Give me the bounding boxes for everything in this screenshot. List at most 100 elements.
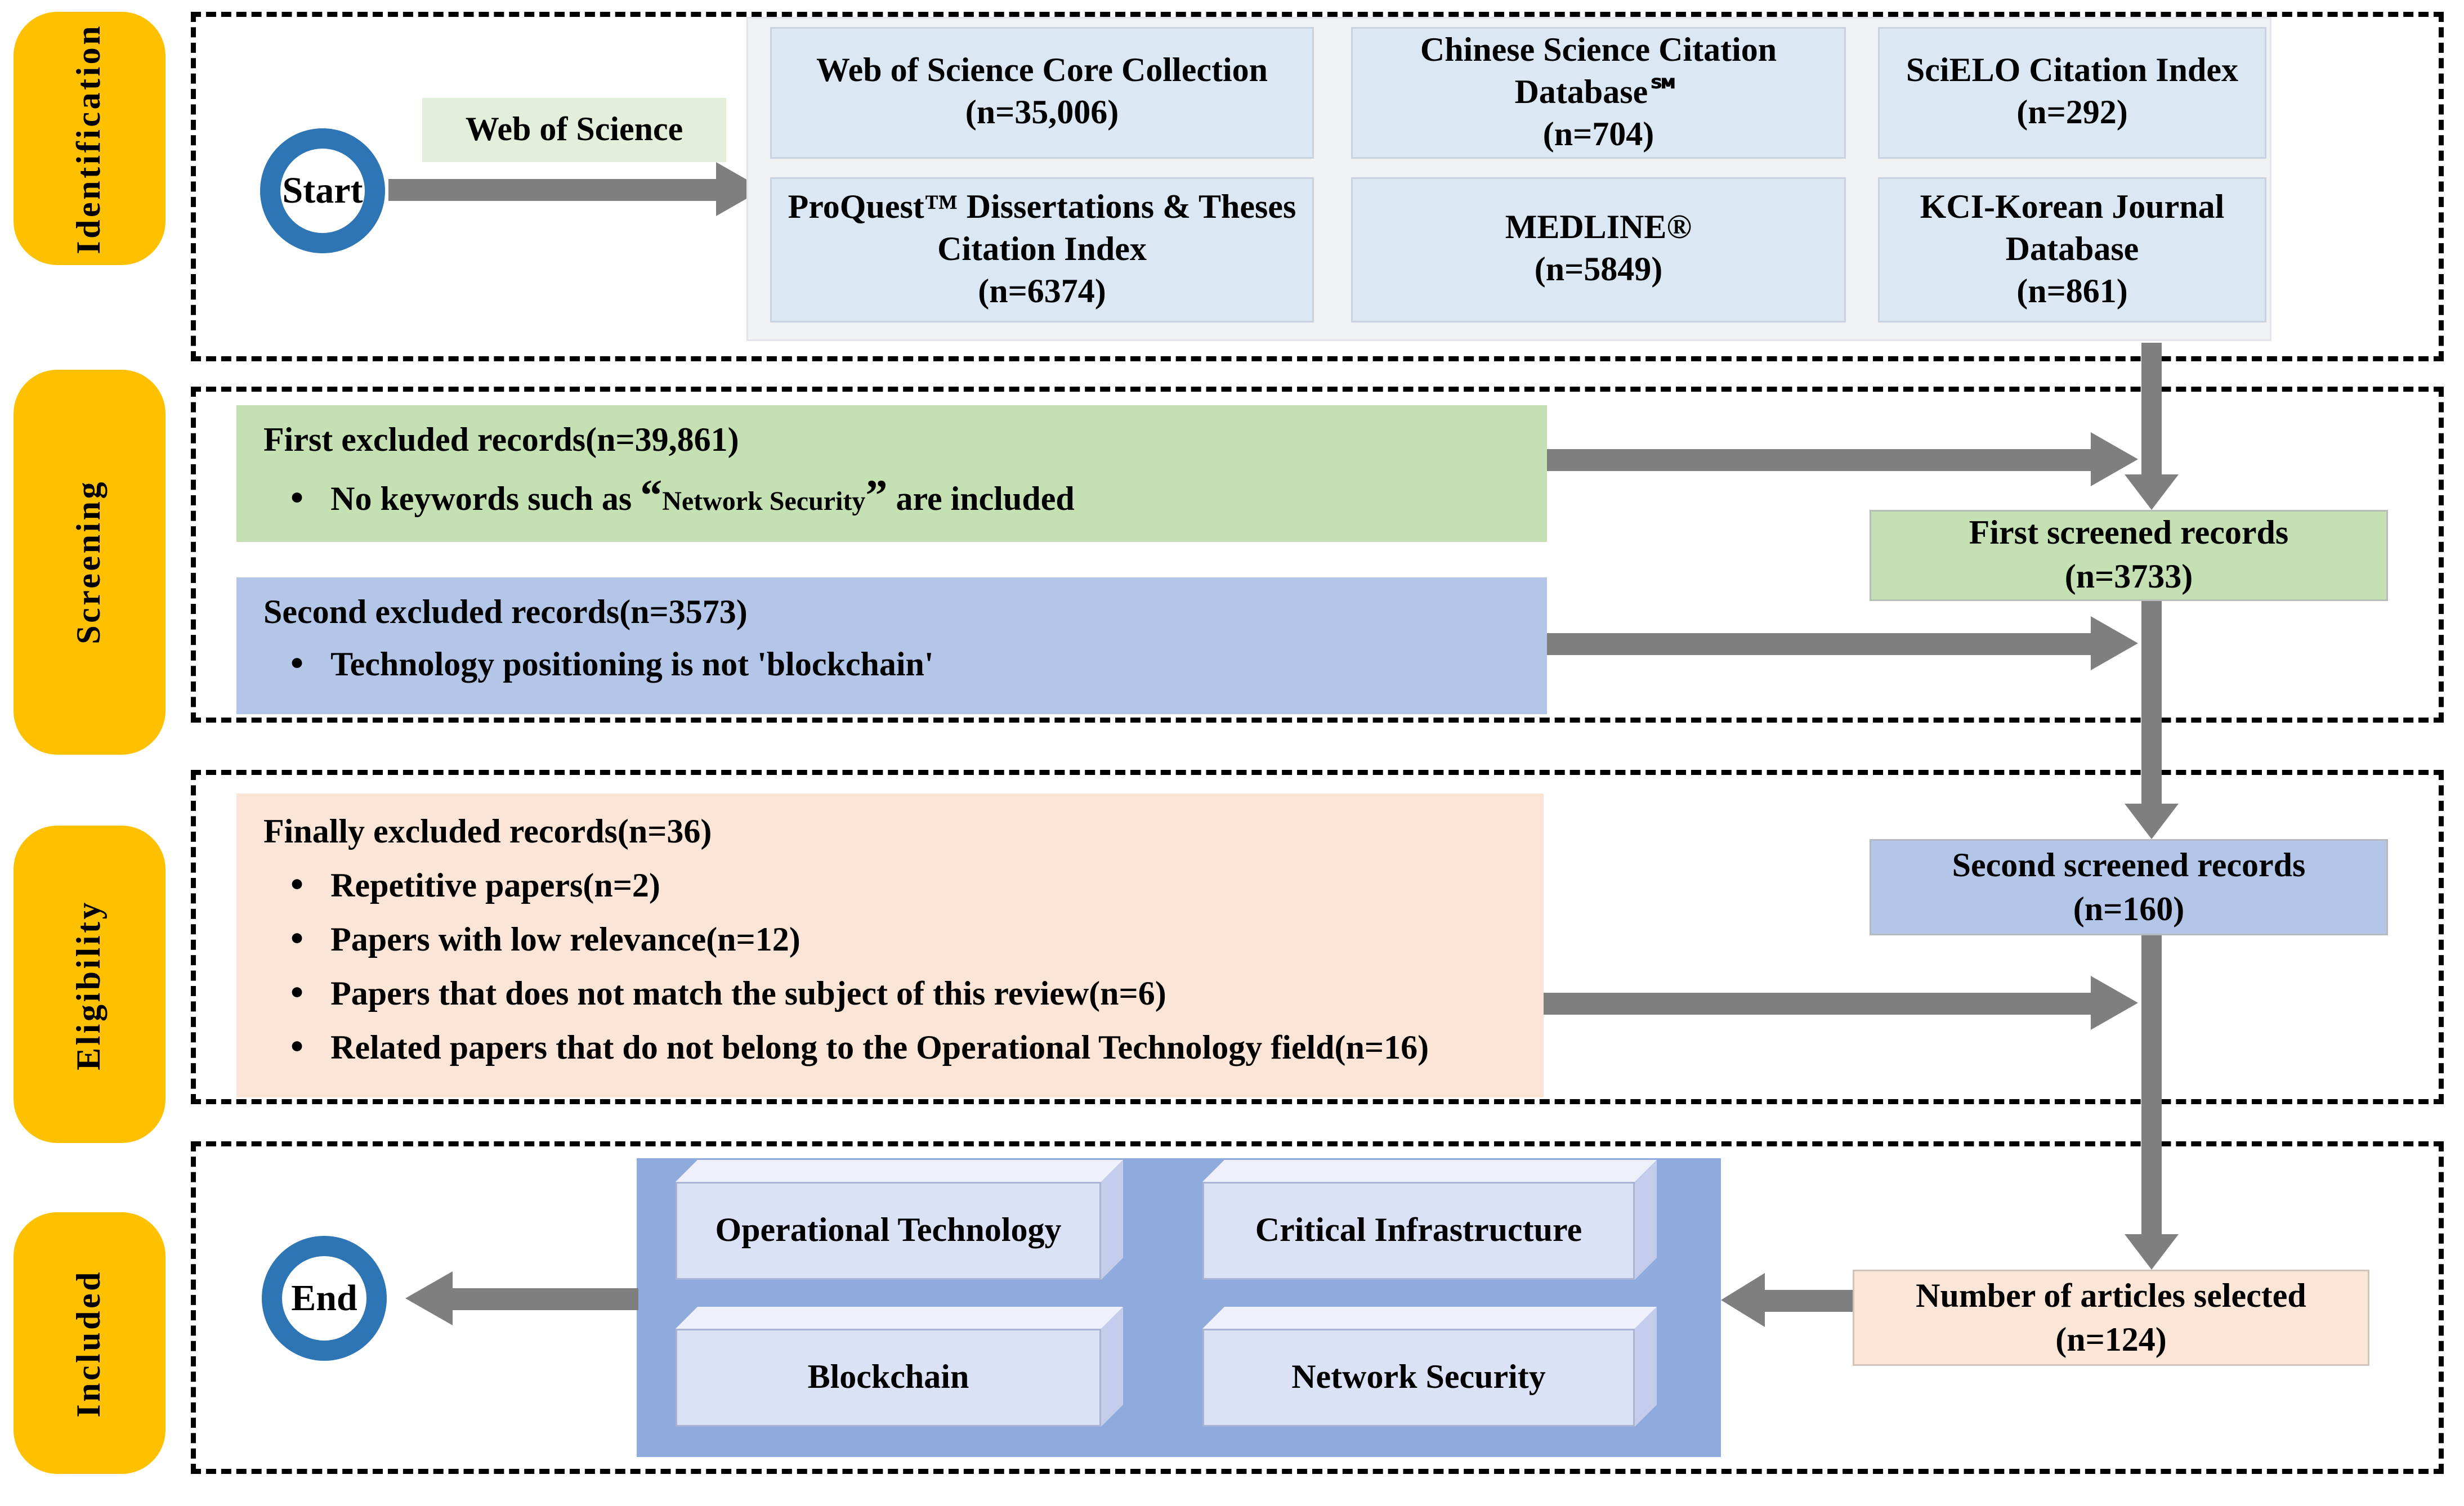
bullet-dot: •: [290, 971, 304, 1013]
cube-top-face: [676, 1307, 1123, 1329]
bullet-dot: •: [290, 917, 304, 959]
keyword-label: Operational Technology: [676, 1182, 1101, 1280]
first-screened-box: First screened records (n=3733): [1870, 510, 2388, 601]
keyword-label: Critical Infrastructure: [1202, 1182, 1635, 1280]
zone-included: [191, 1141, 2444, 1474]
arrow-second-screened-to-selected-head: [2125, 1234, 2179, 1270]
bullet-dot: •: [290, 476, 304, 518]
quoted-term: Network Security: [662, 488, 866, 517]
db-count: (n=6374): [978, 272, 1106, 310]
arrow-first-to-second-screened-head: [2125, 804, 2179, 839]
second-excluded-bullet: • Technology positioning is not 'blockch…: [290, 643, 1523, 685]
keyword-label: Blockchain: [676, 1329, 1101, 1427]
finally-excluded-bullet-3: • Papers that does not match the subject…: [290, 972, 1520, 1015]
db-count: (n=292): [2016, 95, 2128, 132]
first-excluded-box: First excluded records(n=39,861) • No ke…: [236, 405, 1547, 542]
cube-top-face: [1202, 1307, 1657, 1329]
bullet-text: No keywords such as “Network Security” a…: [330, 471, 1075, 522]
database-box-wos-core: Web of Science Core Collection (n=35,006…: [770, 27, 1314, 159]
stage-label-text: Identification: [70, 23, 108, 254]
cube-top-face: [1202, 1160, 1657, 1182]
arrow-finally-excluded-head: [2091, 976, 2138, 1030]
cube-side-face: [1101, 1307, 1123, 1427]
zone-identification: [191, 12, 2444, 361]
stage-label-identification: Identification: [14, 12, 166, 265]
arrow-second-excluded-head: [2091, 616, 2138, 670]
stage-label-text: Screening: [70, 479, 108, 645]
arrow-databases-to-first-screened-shaft: [2141, 343, 2162, 478]
arrow-second-screened-to-selected-shaft: [2141, 935, 2162, 1234]
source-label: Web of Science: [422, 98, 726, 162]
second-excluded-box: Second excluded records(n=3573) • Techno…: [236, 577, 1547, 714]
db-name: Chinese Science Citation Database℠: [1420, 31, 1777, 111]
db-name: MEDLINE®: [1505, 209, 1692, 246]
database-box-cscd: Chinese Science Citation Database℠ (n=70…: [1351, 27, 1846, 159]
db-count: (n=5849): [1534, 252, 1663, 289]
bullet-dot: •: [290, 642, 304, 684]
finally-excluded-box: Finally excluded records(n=36) • Repetit…: [236, 794, 1544, 1097]
keyword-label: Network Security: [1202, 1329, 1635, 1427]
arrow-selected-to-keywords-shaft: [1765, 1290, 1853, 1312]
bullet-prefix: No keywords such as: [330, 481, 641, 518]
bullet-text: Papers with low relevance(n=12): [330, 922, 801, 959]
keyword-cube-critical-infrastructure: Critical Infrastructure: [1202, 1160, 1657, 1280]
db-name: SciELO Citation Index: [1906, 52, 2239, 89]
keyword-cube-operational-technology: Operational Technology: [676, 1160, 1123, 1280]
keyword-cube-blockchain: Blockchain: [676, 1307, 1123, 1427]
arrow-start-to-databases-shaft: [388, 179, 723, 201]
bullet-text: Technology positioning is not 'blockchai…: [330, 647, 934, 684]
bullet-text: Repetitive papers(n=2): [330, 868, 660, 905]
arrow-second-excluded-shaft: [1547, 633, 2094, 655]
arrow-keywords-to-end-head: [405, 1271, 453, 1325]
end-label: End: [291, 1276, 357, 1319]
bullet-suffix: are included: [887, 481, 1075, 518]
first-excluded-bullet: • No keywords such as “Network Security”…: [290, 471, 1523, 522]
keyword-cube-network-security: Network Security: [1202, 1307, 1657, 1427]
finally-excluded-bullet-2: • Papers with low relevance(n=12): [290, 918, 1520, 961]
arrow-keywords-to-end-shaft: [453, 1288, 638, 1310]
db-count: (n=35,006): [965, 95, 1119, 132]
first-screened-line2: (n=3733): [2064, 559, 2193, 596]
bullet-text: Related papers that do not belong to the…: [330, 1030, 1429, 1067]
stage-label-screening: Screening: [14, 370, 166, 755]
second-screened-box: Second screened records (n=160): [1870, 839, 2388, 935]
db-name: KCI-Korean Journal Database: [1920, 188, 2225, 268]
finally-excluded-bullet-4: • Related papers that do not belong to t…: [290, 1026, 1520, 1069]
second-screened-line1: Second screened records: [1952, 846, 2306, 884]
finally-excluded-title: Finally excluded records(n=36): [263, 814, 712, 851]
selected-line1: Number of articles selected: [1916, 1277, 2306, 1315]
cube-top-face: [676, 1160, 1123, 1182]
quote-close: ”: [865, 471, 888, 520]
stage-label-eligibility: Eligibility: [14, 826, 166, 1143]
database-box-kci: KCI-Korean Journal Database (n=861): [1878, 177, 2266, 322]
bullet-dot: •: [290, 863, 304, 905]
zone-screening: [191, 387, 2444, 723]
start-node: Start: [260, 128, 385, 253]
finally-excluded-bullet-1: • Repetitive papers(n=2): [290, 864, 1520, 907]
bullet-text: Papers that does not match the subject o…: [330, 976, 1166, 1013]
selected-line2: (n=124): [2055, 1321, 2167, 1359]
selected-articles-box: Number of articles selected (n=124): [1853, 1270, 2369, 1366]
quote-open: “: [640, 471, 663, 520]
zone-eligibility: [191, 770, 2444, 1104]
stage-label-text: Eligibility: [70, 899, 108, 1070]
db-name: Web of Science Core Collection: [816, 52, 1268, 89]
start-label: Start: [282, 169, 363, 211]
arrow-finally-excluded-shaft: [1544, 993, 2094, 1015]
first-screened-line1: First screened records: [1969, 515, 2289, 552]
arrow-first-to-second-screened-shaft: [2141, 601, 2162, 804]
database-box-scielo: SciELO Citation Index (n=292): [1878, 27, 2266, 159]
db-count: (n=704): [1542, 115, 1654, 153]
source-label-text: Web of Science: [465, 110, 683, 148]
stage-label-text: Included: [70, 1269, 108, 1417]
db-name: ProQuest™ Dissertations & Theses Citatio…: [788, 188, 1296, 268]
database-box-medline: MEDLINE® (n=5849): [1351, 177, 1846, 322]
stage-label-included: Included: [14, 1212, 166, 1474]
first-excluded-title: First excluded records(n=39,861): [263, 422, 739, 459]
cube-side-face: [1635, 1307, 1657, 1427]
arrow-selected-to-keywords-head: [1721, 1273, 1765, 1327]
second-screened-line2: (n=160): [2073, 890, 2185, 928]
cube-side-face: [1101, 1160, 1123, 1280]
